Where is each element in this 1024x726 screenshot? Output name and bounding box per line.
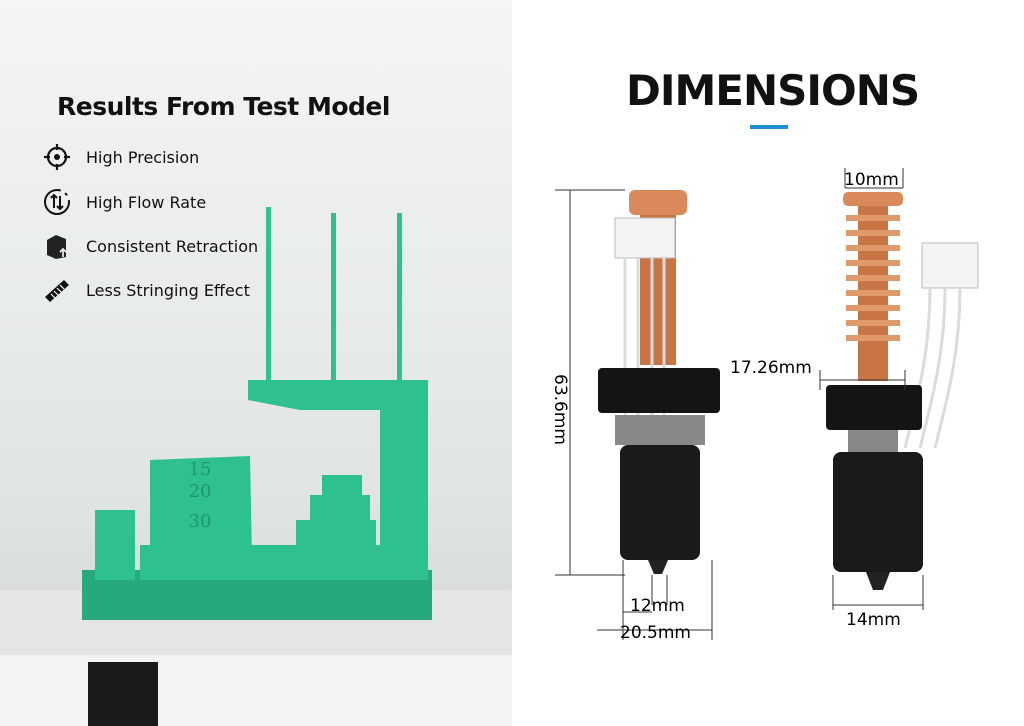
mount-dimension: 17.26mm: [730, 358, 812, 378]
test-model-illustration: 15 20 30: [0, 207, 512, 726]
cube-icon: [47, 235, 67, 259]
accent-bar: [750, 125, 788, 129]
height-dimension: 63.6mm: [550, 374, 570, 445]
feature-high-precision: High Precision: [42, 142, 199, 172]
feature-less-stringing: Less Stringing Effect: [42, 275, 250, 305]
section-title: Results From Test Model: [57, 92, 390, 121]
crosshair-icon: [44, 144, 70, 170]
flow-icon: [44, 189, 70, 215]
dimensions-title: DIMENSIONS: [626, 66, 920, 115]
model-number: 30: [189, 511, 212, 532]
feature-high-flow-rate: High Flow Rate: [42, 187, 206, 217]
block-width-dimension: 20.5mm: [620, 623, 691, 643]
model-number: 20: [189, 481, 212, 502]
test-model-panel: 15 20 30 Results From Test Model High Pr…: [0, 0, 512, 726]
feature-consistent-retraction: Consistent Retraction: [42, 231, 258, 261]
hotend-side: [826, 192, 979, 590]
nozzle-width-dimension: 12mm: [630, 596, 685, 616]
feature-label: High Precision: [86, 147, 200, 167]
comb-icon: [45, 280, 69, 302]
heatsink-diameter-dimension: 10mm: [844, 170, 899, 190]
feature-label: Less Stringing Effect: [86, 280, 250, 300]
heater-width-dimension: 14mm: [846, 610, 901, 630]
hotend-front: [598, 190, 720, 574]
feature-label: High Flow Rate: [86, 192, 207, 212]
feature-label: Consistent Retraction: [86, 236, 259, 256]
model-number: 15: [189, 459, 212, 480]
